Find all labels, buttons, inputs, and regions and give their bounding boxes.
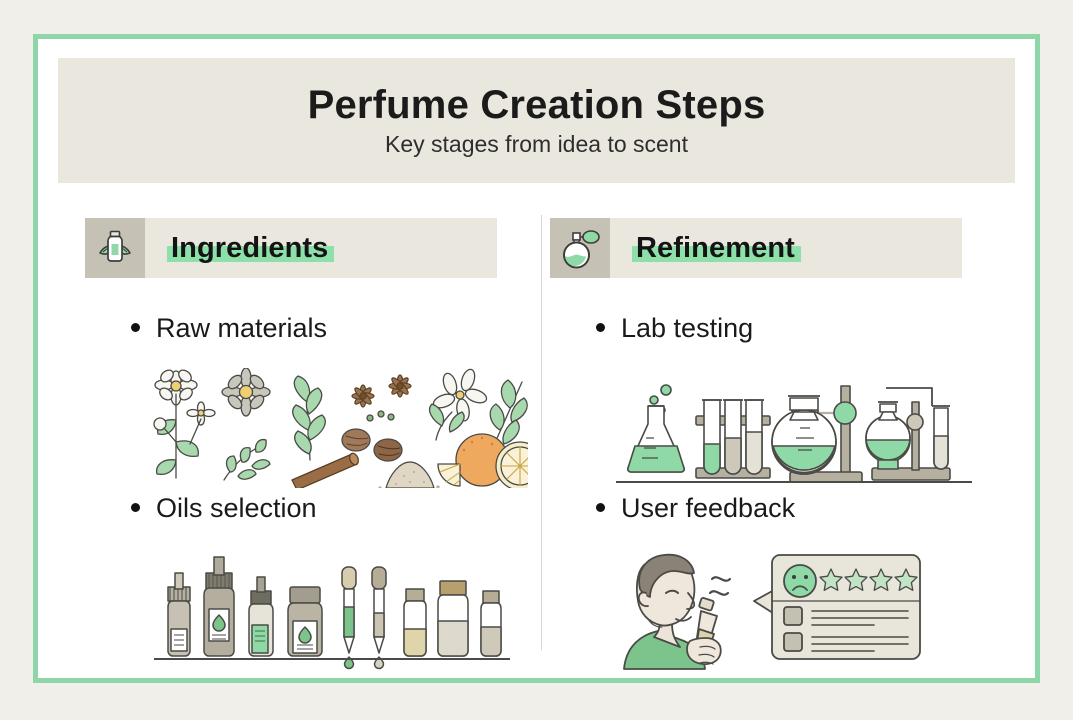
infographic-card: Perfume Creation Steps Key stages from i… [33,34,1040,683]
title-highlight-bar [632,245,801,262]
columns-container: Ingredients Raw materials [38,213,1035,678]
bullet-dot-icon [596,323,605,332]
essential-oil-bottles-illustration [154,556,510,670]
bullet-label: Lab testing [621,313,754,343]
bottle-with-leaves-icon [85,218,145,278]
bullet-label: Raw materials [156,313,328,343]
column-ingredients: Ingredients Raw materials [38,213,536,678]
section-title-refinement: Refinement [636,231,795,264]
title-highlight-bar [167,245,335,262]
bullet-dot-icon [131,323,140,332]
bullet-label: Oils selection [156,493,317,523]
section-title-wrap-refinement: Refinement [632,231,801,265]
section-header-refinement: Refinement [550,218,962,278]
section-header-ingredients: Ingredients [85,218,497,278]
botanicals-spices-citrus-illustration [153,368,528,488]
perfume-atomizer-icon [550,218,610,278]
bullet-raw-materials: Raw materials [131,315,327,342]
section-title-wrap-ingredients: Ingredients [167,231,335,265]
user-smelling-perfume-with-review-card-illustration [623,553,921,670]
bullet-user-feedback: User feedback [596,495,795,522]
bullet-label: User feedback [621,493,796,523]
column-refinement: Refinement Lab testing [536,213,1034,678]
bullet-lab-testing: Lab testing [596,315,753,342]
bullet-dot-icon [596,503,605,512]
page-subtitle: Key stages from idea to scent [385,130,688,157]
header-band: Perfume Creation Steps Key stages from i… [58,58,1015,183]
laboratory-glassware-illustration [616,384,972,483]
bullet-dot-icon [131,503,140,512]
column-divider [541,215,542,650]
bullet-oils-selection: Oils selection [131,495,317,522]
section-title-ingredients: Ingredients [171,231,329,264]
page-title: Perfume Creation Steps [307,82,766,127]
